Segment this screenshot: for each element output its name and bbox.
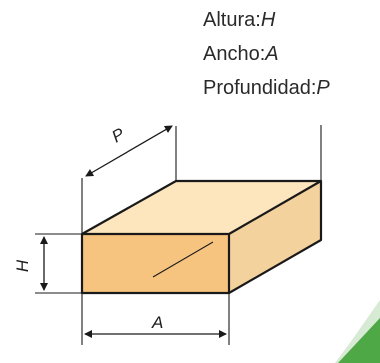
legend-profundidad-label: Profundidad: [203, 77, 317, 99]
legend-profundidad-symbol: P [316, 77, 330, 99]
depth-label: P [109, 124, 129, 146]
box-top-face [82, 181, 321, 234]
legend-profundidad: Profundidad:P [203, 76, 330, 100]
box-side-face [229, 181, 321, 293]
extension-lines [35, 125, 322, 345]
height-label: H [13, 259, 32, 272]
legend-ancho-label: Ancho: [203, 43, 266, 65]
accent-corner [338, 318, 380, 363]
legend-altura: Altura:H [203, 8, 275, 32]
depth-dimension-line [85, 125, 173, 177]
legend-altura-symbol: H [260, 9, 276, 31]
legend-ancho: Ancho:A [203, 42, 279, 66]
legend-ancho-symbol: A [265, 43, 279, 65]
hatch-line [152, 241, 214, 278]
box-front-face [82, 234, 229, 293]
legend-altura-label: Altura: [203, 9, 261, 31]
width-label: A [151, 313, 163, 332]
